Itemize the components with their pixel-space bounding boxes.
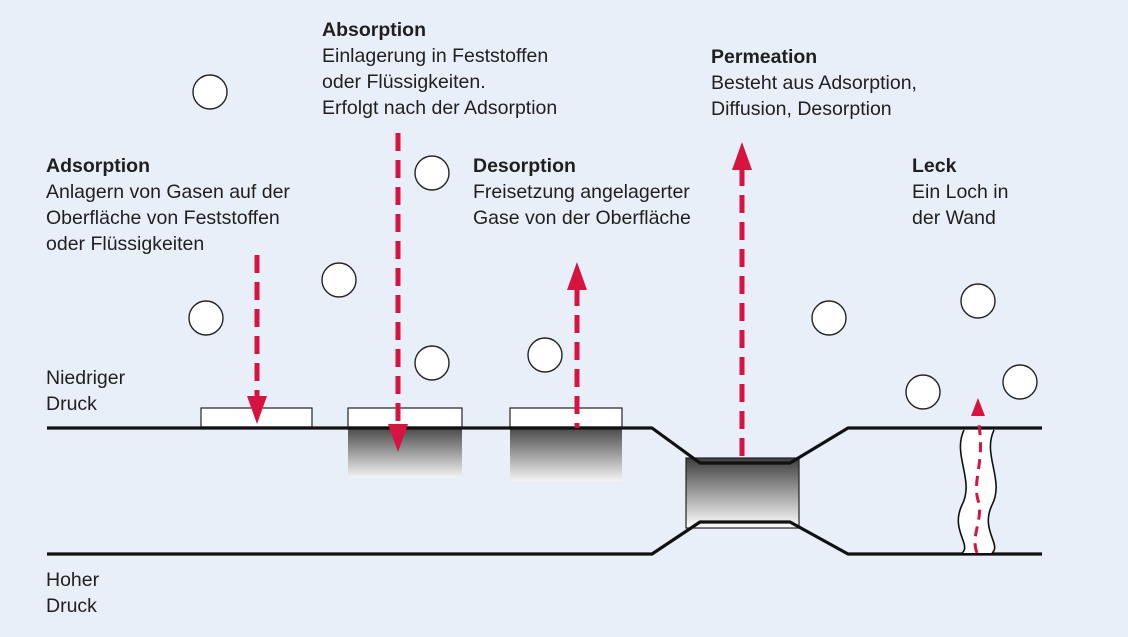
adsorption-line-2: Oberfläche von Feststoffen (46, 207, 280, 229)
absorption-line-3: Erfolgt nach der Adsorption (322, 97, 558, 119)
high-pressure-line-2: Druck (46, 595, 97, 617)
leak-wall-right (987, 429, 997, 554)
arrows (247, 133, 985, 554)
desorption-surface-layer (509, 407, 623, 428)
molecule (414, 345, 450, 381)
absorption-line-2: oder Flüssigkeiten. (322, 71, 486, 93)
permeation-title: Permeation (711, 46, 818, 68)
leak-arrow-shaft (973, 419, 982, 554)
absorption-line-1: Einlagerung in Feststoffen (322, 45, 549, 67)
absorption-label: Absorption Einlagerung in Feststoffen od… (322, 17, 557, 121)
molecule (527, 337, 563, 373)
permeation-line-1: Besteht aus Adsorption, (711, 72, 917, 94)
leak-channel (958, 430, 997, 553)
desorption-label: Desorption Freisetzung angelagerter Gase… (473, 153, 691, 231)
low-pressure-label: Niedriger Druck (46, 365, 125, 417)
desorption-arrow-head (567, 262, 587, 290)
molecule (414, 155, 450, 191)
molecule (905, 374, 941, 410)
desorption-line-1: Freisetzung angelagerter (473, 181, 690, 203)
upper-wall (47, 426, 1042, 465)
absorption-arrow-head (388, 424, 408, 452)
desorption-line-2: Gase von der Oberfläche (473, 207, 691, 229)
adsorption-title: Adsorption (46, 155, 150, 177)
permeation-block (685, 457, 800, 529)
leak-wall-left (957, 429, 967, 554)
leck-title: Leck (912, 155, 957, 177)
lower-wall (47, 520, 1042, 556)
leak-arrow-head (971, 398, 985, 416)
permeation-arrow-head (732, 142, 752, 170)
molecule (188, 300, 224, 336)
absorption-title: Absorption (322, 19, 426, 41)
leck-label: Leck Ein Loch in der Wand (912, 153, 1008, 231)
adsorption-line-1: Anlagern von Gasen auf der (46, 181, 290, 203)
molecule (192, 74, 228, 110)
leck-line-2: der Wand (912, 207, 996, 229)
leck-line-1: Ein Loch in (912, 181, 1009, 203)
adsorption-arrow-head (247, 396, 267, 424)
molecule (321, 262, 357, 298)
molecule (811, 300, 847, 336)
absorption-solid-block (348, 428, 462, 478)
molecule (960, 283, 996, 319)
desorption-title: Desorption (473, 155, 576, 177)
gas-molecules (188, 74, 1038, 410)
high-pressure-label: Hoher Druck (46, 567, 99, 619)
low-pressure-line-2: Druck (46, 393, 97, 415)
desorption-solid-block (510, 428, 622, 481)
permeation-label: Permeation Besteht aus Adsorption, Diffu… (711, 44, 917, 122)
high-pressure-line-1: Hoher (46, 569, 100, 591)
permeation-line-2: Diffusion, Desorption (711, 98, 892, 120)
low-pressure-line-1: Niedriger (46, 367, 126, 389)
adsorption-label: Adsorption Anlagern von Gasen auf der Ob… (46, 153, 290, 257)
molecule (1002, 364, 1038, 400)
adsorption-line-3: oder Flüssigkeiten (46, 233, 205, 255)
